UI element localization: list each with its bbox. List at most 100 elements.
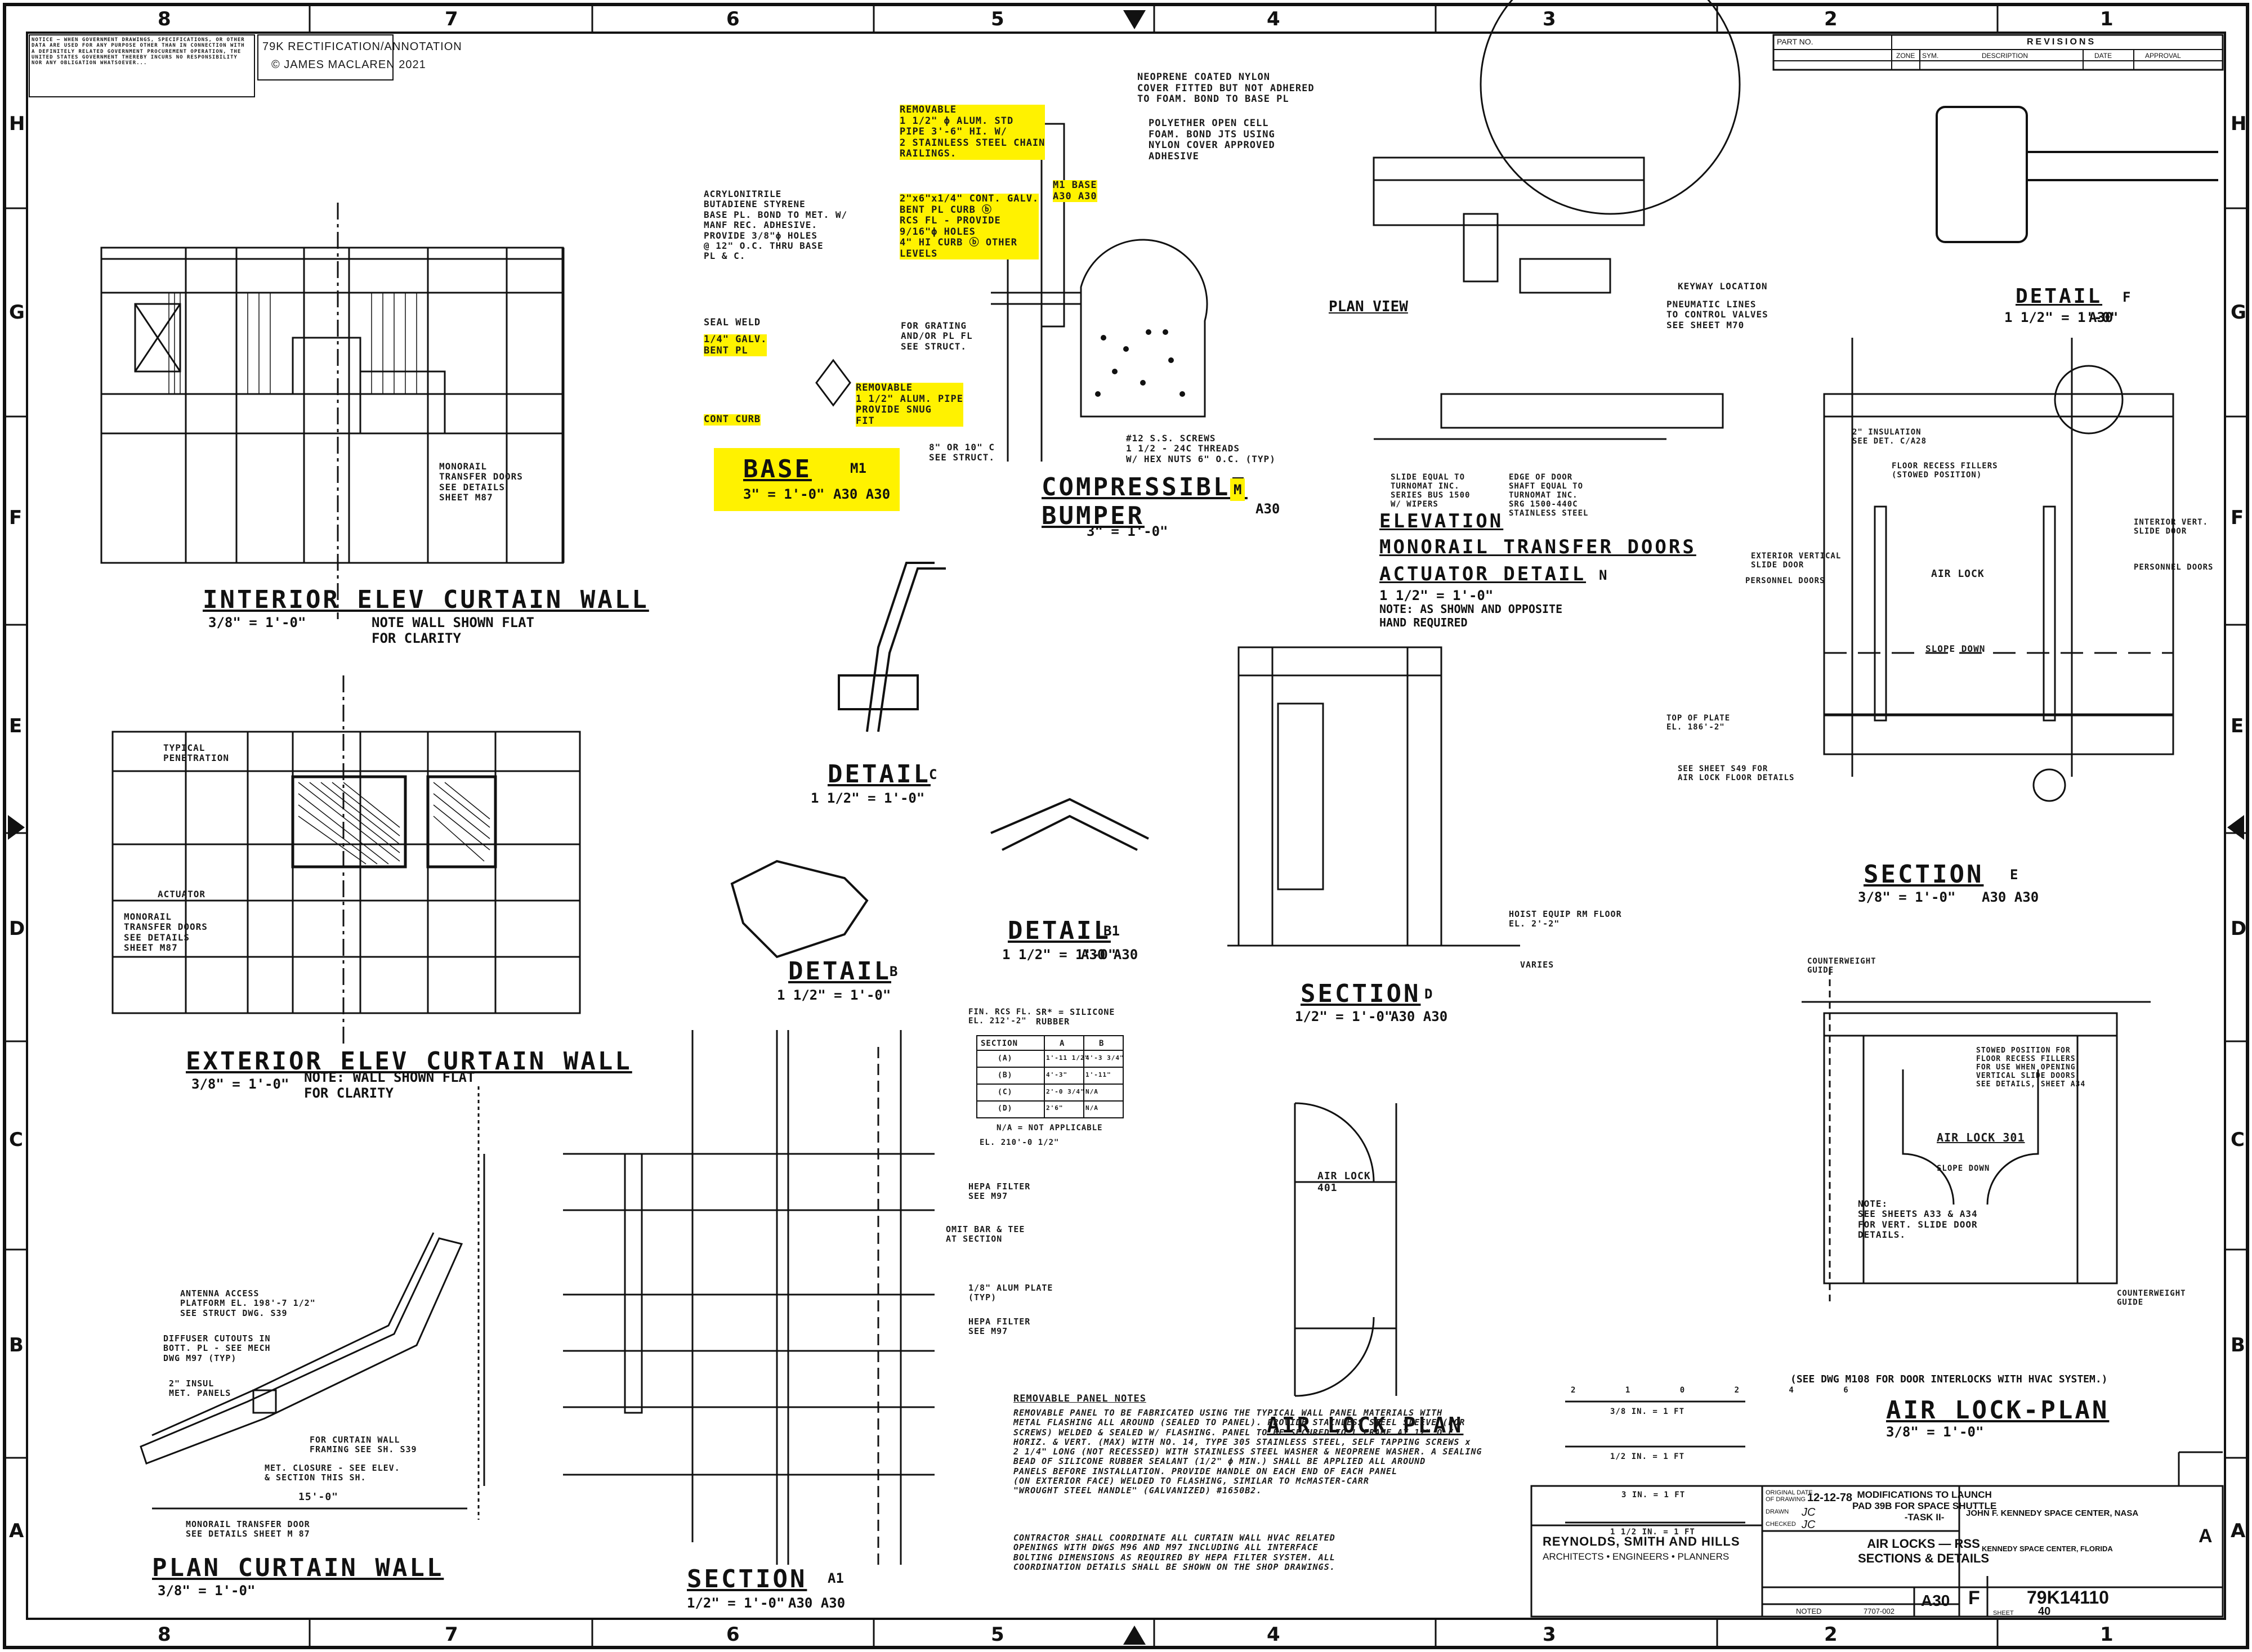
detail-b1-title: DETAIL (1008, 916, 1111, 945)
personnel-left-note: PERSONNEL DOORS (1745, 576, 1825, 585)
scale-noted: NOTED (1796, 1607, 1822, 1615)
rev-col-description: DESCRIPTION (1982, 52, 2028, 60)
rev-col-zone: ZONE (1896, 52, 1915, 60)
curtain-framing-note: FOR CURTAIN WALL FRAMING SEE SH. S39 (310, 1435, 417, 1455)
zone-col-6-top: 6 (726, 8, 740, 30)
monorail-scale: 1 1/2" = 1'-0" (1379, 588, 1494, 603)
title-a: A (2199, 1525, 2213, 1547)
plan-curtain-scale: 3/8" = 1'-0" (158, 1583, 256, 1599)
actuator-note: ACTUATOR (158, 889, 206, 899)
detail-f-title: DETAIL (2016, 285, 2103, 308)
fin-rcs-note: FIN. RCS FL. EL. 212'-2" (968, 1008, 1033, 1026)
int-slide-note: INTERIOR VERT. SLIDE DOOR (2134, 518, 2209, 536)
checked-by: JC (1802, 1519, 1816, 1531)
section-d-scale: 1/2" = 1'-0" (1295, 1009, 1393, 1024)
el-210-note: EL. 210'-0 1/2" (980, 1138, 1060, 1147)
drawn-by: JC (1802, 1506, 1816, 1519)
removable-rail-note: REMOVABLE 1 1/2" ϕ ALUM. STD PIPE 3'-6" … (900, 104, 1045, 160)
detail-b-scale: 1 1/2" = 1'-0" (777, 987, 891, 1003)
zone-col-2-bottom: 2 (1824, 1623, 1838, 1646)
personnel-right-note: PERSONNEL DOORS (2134, 563, 2214, 572)
zone-row-e-right: E (2231, 715, 2244, 737)
zone-row-b-right: B (2231, 1334, 2245, 1356)
zone-row-f-right: F (2231, 507, 2244, 529)
see-sheet-note: SEE SHEET S49 FOR AIR LOCK FLOOR DETAILS (1678, 764, 1795, 783)
monorail-door-plan-note: MONORAIL TRANSFER DOOR SEE DETAILS SHEET… (186, 1519, 310, 1539)
zone-row-d-left: D (9, 917, 25, 940)
table-row-d-sec: (D) (998, 1104, 1013, 1113)
zone-col-8-top: 8 (158, 8, 171, 30)
table-row-a-b: 4'-3 3/4" (1085, 1054, 1124, 1062)
table-row-c-b: N/A (1085, 1088, 1098, 1095)
elevation-title: ELEVATION (1379, 510, 1504, 532)
drawn-label: DRAWN (1766, 1508, 1789, 1515)
exterior-elev-note: NOTE: WALL SHOWN FLAT FOR CLARITY (304, 1069, 475, 1101)
acrylo-note: ACRYLONITRILE BUTADIENE STYRENE BASE PL.… (704, 189, 848, 262)
zone-col-7-bottom: 7 (445, 1623, 458, 1646)
typical-penetration-note: TYPICAL PENETRATION (163, 742, 229, 764)
zone-col-1-top: 1 (2100, 8, 2114, 30)
detail-b-tag: B (890, 964, 898, 979)
polyether-note: POLYETHER OPEN CELL FOAM. BOND JTS USING… (1149, 118, 1275, 162)
bumper-sheet: A30 (1255, 501, 1280, 517)
table-row-c-a: 2'-0 3/4" (1046, 1088, 1085, 1095)
table-row-d-b: N/A (1085, 1104, 1098, 1112)
zone-col-4-top: 4 (1267, 8, 1280, 30)
table-header-section: SECTION (981, 1039, 1018, 1048)
zone-row-c-left: C (9, 1129, 23, 1151)
air-lock-401-label: AIR LOCK 401 (1317, 1170, 1371, 1194)
agency-subtitle: KENNEDY SPACE CENTER, FLORIDA (1982, 1544, 2113, 1553)
sheet-title: AIR LOCKS — RSS SECTIONS & DETAILS (1858, 1537, 1990, 1565)
air-lock-plan-small-title: AIR LOCK PLAN (1267, 1413, 1464, 1438)
bumper-title: COMPRESSIBLE BUMPER (1042, 473, 1248, 530)
orig-date-label: ORIGINAL DATE OF DRAWING (1766, 1489, 1813, 1503)
annotation-line-1: 79K RECTIFICATION/ANNOTATION (262, 41, 462, 53)
insulation-note: 2" INSULATION SEE DET. C/A28 (1852, 428, 1927, 446)
zone-col-6-bottom: 6 (726, 1623, 740, 1646)
zone-row-c-right: C (2231, 1129, 2245, 1151)
table-header-b: B (1099, 1039, 1105, 1048)
revisions-title: REVISIONS (2027, 37, 2097, 47)
counterweight-top-note: COUNTERWEIGHT GUIDE (1807, 957, 1876, 975)
detail-c-scale: 1 1/2" = 1'-0" (811, 790, 925, 806)
plan-view-title: PLAN VIEW (1329, 298, 1408, 315)
detail-f-tag: F (2123, 289, 2131, 305)
zone-col-3-top: 3 (1543, 8, 1556, 30)
zone-row-d-right: D (2231, 917, 2247, 940)
rev-col-sym: SYM. (1922, 52, 1939, 60)
na-note: N/A = NOT APPLICABLE (997, 1123, 1103, 1132)
table-row-d-a: 2'6" (1046, 1104, 1064, 1112)
zone-row-h-right: H (2231, 113, 2247, 135)
met-closure-note: MET. CLOSURE - SEE ELEV. & SECTION THIS … (265, 1463, 400, 1483)
top-plate-note: TOP OF PLATE EL. 186'-2" (1666, 714, 1731, 732)
table-row-a-a: 1'-11 1/2" (1046, 1054, 1089, 1062)
antenna-note: ANTENNA ACCESS PLATFORM EL. 198'-7 1/2" … (180, 1288, 316, 1318)
sheet-code: A30 (1921, 1592, 1950, 1609)
base-sheet: A30 A30 (833, 486, 891, 502)
insul-met-note: 2" INSUL MET. PANELS (169, 1378, 231, 1399)
bumper-tag: M (1230, 478, 1245, 501)
section-d-sheet: A30 A30 (1391, 1009, 1448, 1024)
exterior-elev-title: EXTERIOR ELEV CURTAIN WALL (186, 1047, 632, 1076)
section-e-scale: 3/8" = 1'-0" (1858, 889, 1956, 905)
monorail-note: NOTE: AS SHOWN AND OPPOSITE HAND REQUIRE… (1379, 602, 1563, 629)
base-scale: 3" = 1'-0" (743, 486, 825, 502)
base-title: BASE (743, 455, 812, 483)
table-row-b-a: 4'-3" (1046, 1071, 1068, 1078)
zone-row-f-left: F (9, 507, 23, 529)
seal-weld-note: SEAL WELD (704, 317, 761, 328)
section-a1-sheet: A30 A30 (788, 1595, 846, 1611)
table-header-a: A (1060, 1039, 1065, 1048)
zone-row-g-right: G (2231, 301, 2246, 324)
counterweight-bottom-note: COUNTERWEIGHT GUIDE (2117, 1289, 2186, 1308)
base-ref-note: M1 BASE A30 A30 (1053, 180, 1097, 203)
scale-3-label: 3 IN. = 1 FT (1621, 1490, 1686, 1499)
screws-note: #12 S.S. SCREWS 1 1/2 - 24C THREADS W/ H… (1126, 433, 1276, 464)
firm-name: REYNOLDS, SMITH AND HILLS (1543, 1534, 1740, 1548)
stowed-note: STOWED POSITION FOR FLOOR RECESS FILLERS… (1976, 1046, 2086, 1089)
sheet-label: SHEET (1993, 1610, 2014, 1617)
pneumatic-note: PNEUMATIC LINES TO CONTROL VALVES SEE SH… (1666, 299, 1768, 330)
zone-col-8-bottom: 8 (158, 1623, 171, 1646)
hepa-filter-note-2: HEPA FILTER SEE M97 (968, 1317, 1031, 1337)
